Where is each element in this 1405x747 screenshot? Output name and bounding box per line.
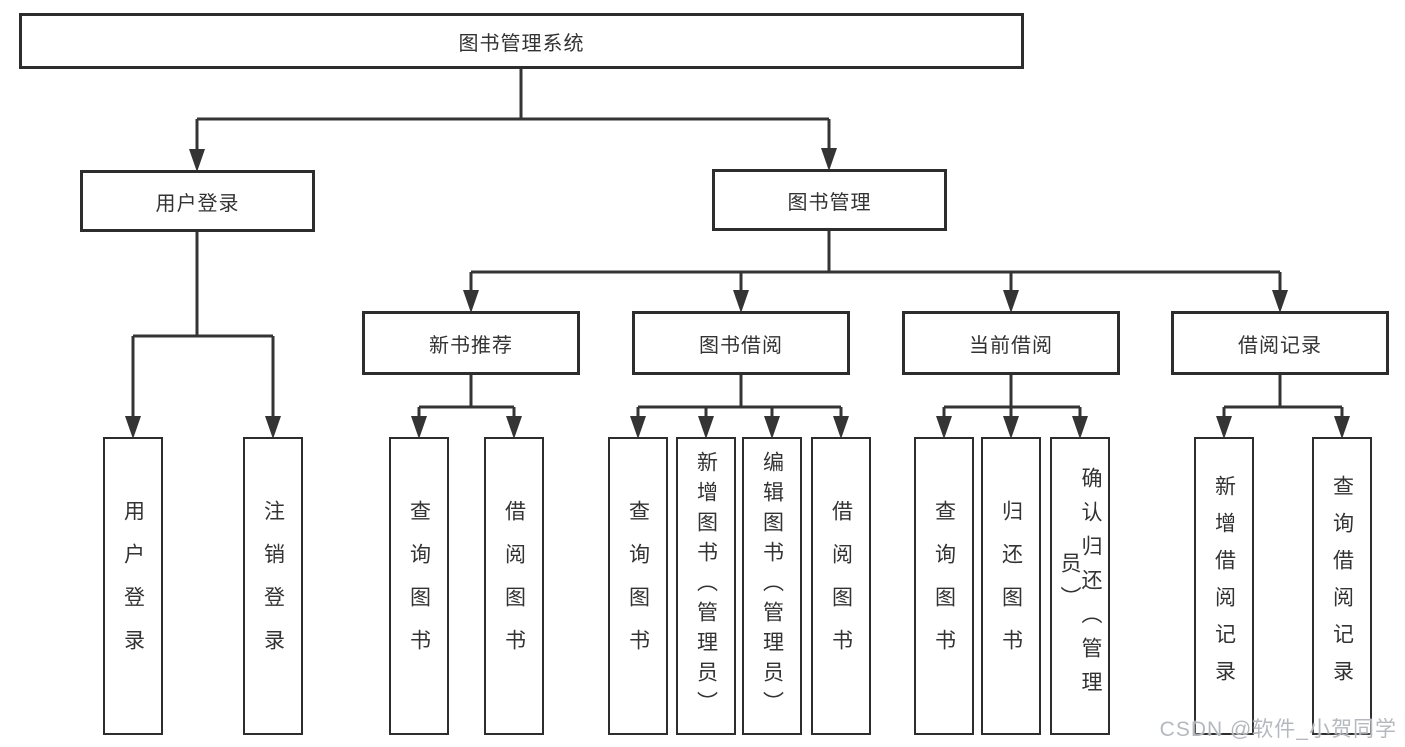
- leaf-borrowing-query-book-label: 查询图书: [626, 500, 650, 672]
- leaf-records-add-record-label: 新增借阅记录: [1212, 475, 1236, 697]
- leaf-recommend-borrow-book: 借阅图书: [484, 437, 544, 735]
- leaf-recommend-borrow-book-label: 借阅图书: [502, 500, 526, 672]
- connector-records-to-leaves: [1216, 375, 1350, 439]
- leaf-borrowing-add-book-admin: 新增图书（管理员）: [676, 437, 736, 735]
- connector-root-to-level2: [189, 69, 837, 172]
- leaf-current-confirm-return-admin: 确认归还（管理员）: [1050, 437, 1110, 735]
- leaf-records-query-record: 查询借阅记录: [1312, 437, 1372, 735]
- leaf-borrowing-add-book-admin-label: 新增图书（管理员）: [694, 451, 718, 721]
- node-current-borrowing: 当前借阅: [902, 311, 1120, 375]
- arrowhead: [125, 416, 141, 439]
- leaf-records-add-record: 新增借阅记录: [1194, 437, 1254, 735]
- arrowhead: [265, 416, 281, 439]
- arrowhead: [1003, 290, 1019, 313]
- leaf-logout-label: 注销登录: [261, 500, 285, 672]
- node-user-login: 用户登录: [80, 170, 315, 232]
- arrowhead: [698, 416, 714, 439]
- leaf-recommend-query-book-label: 查询图书: [407, 500, 431, 672]
- leaf-logout: 注销登录: [243, 437, 303, 735]
- arrowhead: [764, 416, 780, 439]
- arrowhead: [1003, 416, 1019, 439]
- arrowhead: [1272, 290, 1288, 313]
- arrowhead: [630, 416, 646, 439]
- leaf-current-query-book-label: 查询图书: [932, 500, 956, 672]
- leaf-current-query-book: 查询图书: [914, 437, 974, 735]
- arrowhead: [833, 416, 849, 439]
- arrowhead: [506, 416, 522, 439]
- leaf-borrowing-borrow-book: 借阅图书: [811, 437, 871, 735]
- arrowhead: [733, 290, 749, 313]
- leaf-borrowing-query-book: 查询图书: [608, 437, 668, 735]
- leaf-user-login: 用户登录: [103, 437, 163, 735]
- node-book-management: 图书管理: [712, 169, 947, 231]
- watermark: CSDN @软件_小贺同学: [1159, 718, 1397, 741]
- leaf-recommend-query-book: 查询图书: [389, 437, 449, 735]
- arrowhead: [821, 148, 837, 171]
- node-book-borrowing: 图书借阅: [632, 311, 850, 375]
- leaf-current-return-book: 归还图书: [981, 437, 1041, 735]
- node-root: 图书管理系统: [19, 13, 1024, 69]
- arrowhead: [463, 290, 479, 313]
- leaf-current-return-book-label: 归还图书: [999, 500, 1023, 672]
- arrowhead: [189, 149, 205, 172]
- connector-user-login-to-leaves: [125, 232, 281, 439]
- connector-current-to-leaves: [936, 375, 1088, 439]
- leaf-borrowing-edit-book-admin: 编辑图书（管理员）: [742, 437, 802, 735]
- arrowhead: [411, 416, 427, 439]
- arrowhead: [1072, 416, 1088, 439]
- arrowhead: [1334, 416, 1350, 439]
- connector-recommendation-to-leaves: [411, 375, 522, 439]
- arrowhead: [1216, 416, 1232, 439]
- leaf-records-query-record-label: 查询借阅记录: [1330, 475, 1354, 697]
- node-borrowing-records: 借阅记录: [1171, 311, 1389, 375]
- leaf-user-login-label: 用户登录: [121, 500, 145, 672]
- node-new-book-recommendation: 新书推荐: [362, 311, 580, 375]
- leaf-borrowing-edit-book-admin-label: 编辑图书（管理员）: [760, 451, 784, 721]
- connector-book-management-to-level3: [463, 231, 1288, 313]
- arrowhead: [936, 416, 952, 439]
- leaf-current-confirm-return-admin-label: 确认归还（管理员）: [1058, 467, 1102, 705]
- leaf-borrowing-borrow-book-label: 借阅图书: [829, 500, 853, 672]
- connector-borrowing-to-leaves: [630, 375, 849, 439]
